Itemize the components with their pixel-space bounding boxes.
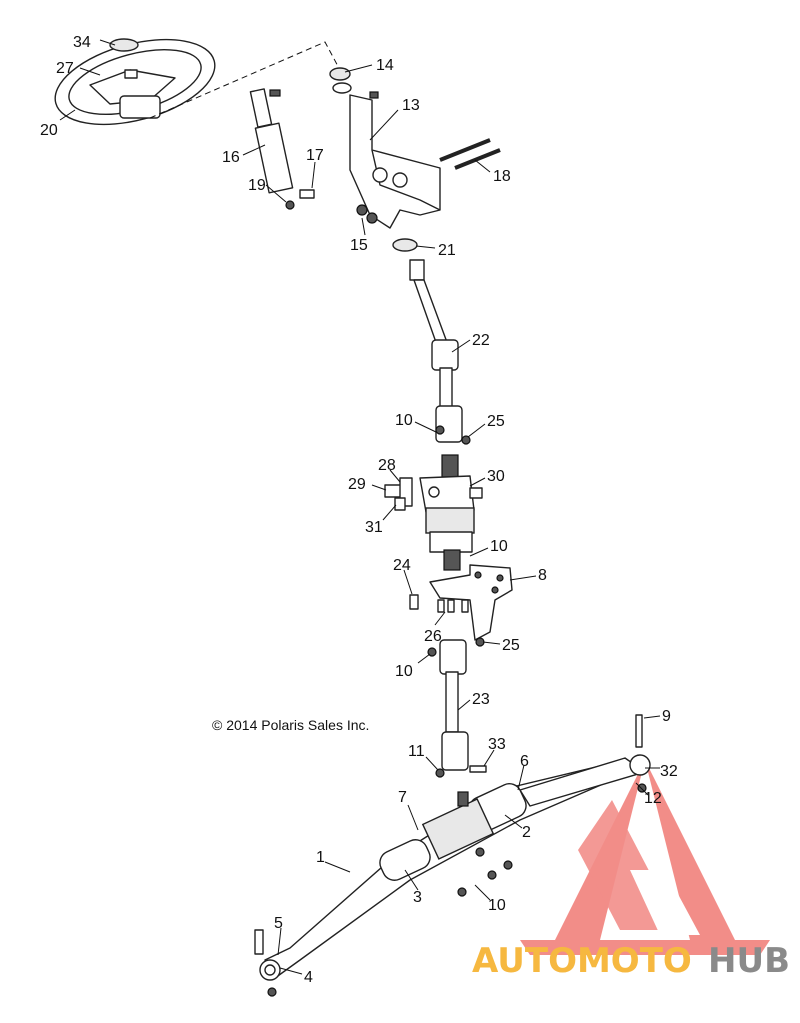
callout-2: 2 bbox=[522, 824, 531, 841]
callout-21: 21 bbox=[438, 242, 456, 259]
callout-32: 32 bbox=[660, 763, 678, 780]
watermark-logo bbox=[520, 760, 770, 955]
callout-11: 11 bbox=[408, 743, 425, 760]
leader-lines bbox=[59, 39, 661, 975]
bushing bbox=[392, 238, 418, 252]
callout-25b: 25 bbox=[502, 637, 520, 654]
fitting-29 bbox=[384, 477, 413, 511]
mounting-bracket bbox=[409, 564, 513, 641]
watermark-text-part2: HUB bbox=[708, 941, 790, 981]
watermark-text-part1: AUTOMOTO bbox=[472, 941, 692, 981]
watermark-text: AUTOMOTO HUB bbox=[472, 941, 790, 981]
callout-29: 29 bbox=[348, 476, 366, 493]
callout-33: 33 bbox=[488, 736, 506, 753]
callout-labels: 34 27 20 14 13 16 17 19 18 15 21 22 10 2… bbox=[40, 34, 678, 986]
callout-10d: 10 bbox=[488, 897, 506, 914]
callout-26: 26 bbox=[424, 628, 442, 645]
gas-strut bbox=[249, 88, 315, 210]
callout-19: 19 bbox=[248, 177, 266, 194]
callout-22: 22 bbox=[472, 332, 490, 349]
callout-31: 31 bbox=[365, 519, 383, 536]
callout-17: 17 bbox=[306, 147, 324, 164]
callout-30: 30 bbox=[487, 468, 505, 485]
callout-13: 13 bbox=[402, 97, 420, 114]
callout-10c: 10 bbox=[395, 663, 413, 680]
wheel-dash-line bbox=[149, 41, 341, 119]
copyright-text: © 2014 Polaris Sales Inc. bbox=[212, 717, 369, 733]
callout-10b: 10 bbox=[490, 538, 508, 555]
callout-24: 24 bbox=[393, 557, 411, 574]
callout-9: 9 bbox=[662, 708, 671, 725]
steering-wheel bbox=[54, 38, 216, 126]
callout-18: 18 bbox=[493, 168, 511, 185]
callout-15: 15 bbox=[350, 237, 368, 254]
callout-12: 12 bbox=[644, 790, 662, 807]
callout-14: 14 bbox=[376, 57, 394, 74]
callout-7: 7 bbox=[398, 789, 407, 806]
callout-4: 4 bbox=[304, 969, 313, 986]
callout-16: 16 bbox=[222, 149, 240, 166]
callout-3: 3 bbox=[413, 889, 422, 906]
callout-6: 6 bbox=[520, 753, 529, 770]
upper-steering-shaft bbox=[409, 259, 471, 445]
callout-28: 28 bbox=[378, 457, 396, 474]
tilt-bracket bbox=[329, 67, 441, 229]
callout-34: 34 bbox=[73, 34, 91, 51]
callout-27: 27 bbox=[56, 60, 74, 77]
steering-rack bbox=[254, 714, 651, 997]
callout-1: 1 bbox=[316, 849, 325, 866]
callout-23: 23 bbox=[472, 691, 490, 708]
callout-10a: 10 bbox=[395, 412, 413, 429]
callout-5: 5 bbox=[274, 915, 283, 932]
long-bolts bbox=[439, 138, 501, 170]
power-steering-unit bbox=[419, 454, 483, 571]
callout-8: 8 bbox=[538, 567, 547, 584]
callout-20: 20 bbox=[40, 122, 58, 139]
callout-25a: 25 bbox=[487, 413, 505, 430]
